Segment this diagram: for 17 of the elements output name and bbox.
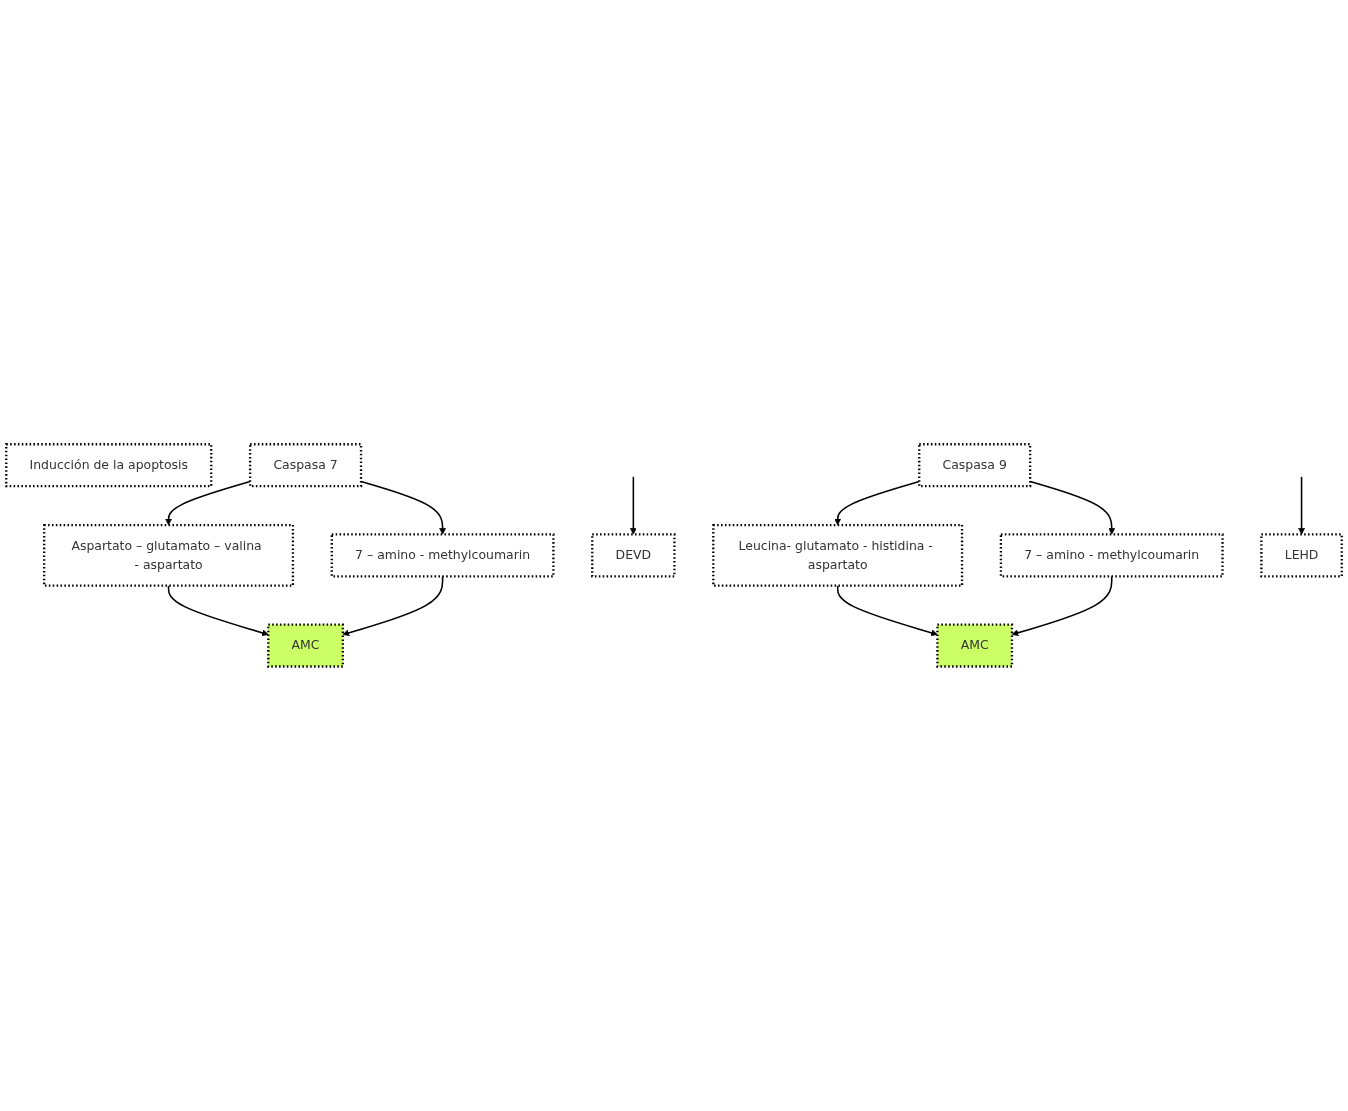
arrow — [834, 480, 920, 526]
arrow — [629, 476, 637, 535]
node-box: AMC — [936, 623, 1014, 668]
node-box: Caspasa 9 — [918, 443, 1032, 488]
node-box: DEVD — [591, 533, 676, 578]
arrow — [1298, 476, 1305, 535]
node-box: LEHD — [1260, 533, 1343, 578]
node-box: Leucina- glutamato - histidina - aspartato — [712, 524, 964, 587]
node-box: Aspartato – glutamato – valina - aspartato — [43, 524, 295, 587]
node-box: Caspasa 7 — [248, 443, 363, 488]
arrow — [165, 480, 251, 526]
arrow — [167, 585, 269, 637]
node-box: AMC — [267, 623, 344, 668]
node-box: 7 – amino - methylcoumarin — [330, 533, 555, 578]
arrow — [836, 585, 938, 637]
node-box: Inducción de la apoptosis — [5, 443, 213, 488]
node-box: 7 – amino - methylcoumarin — [999, 533, 1224, 578]
